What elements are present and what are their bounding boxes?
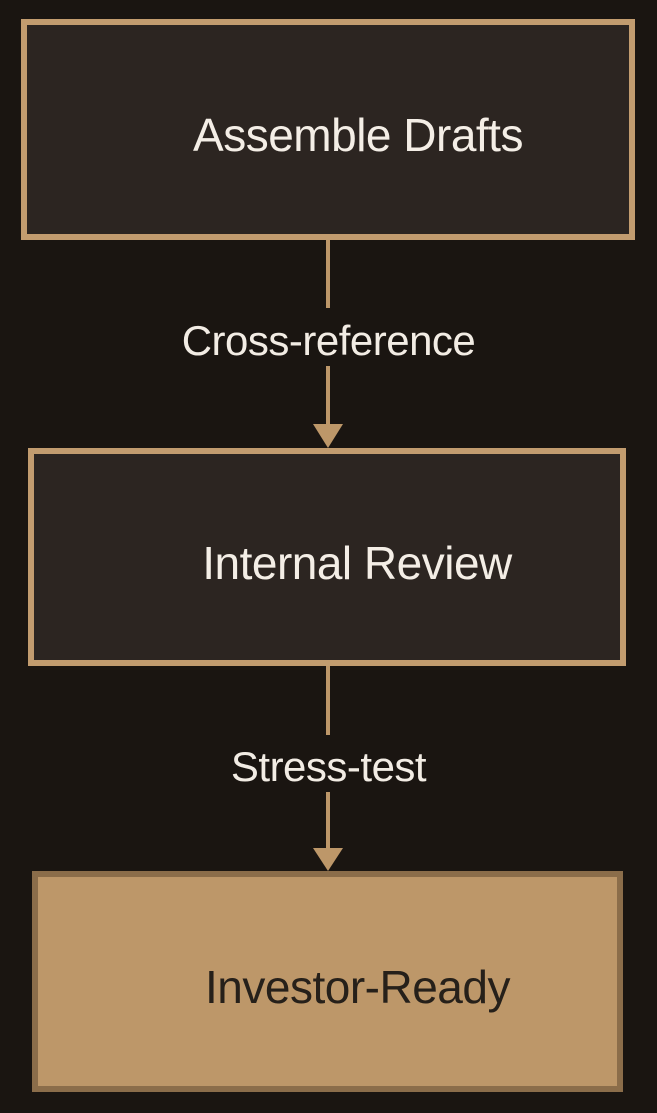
edge-line-segment [326,792,330,848]
edge-line-segment [326,366,330,424]
edge-cross-reference: Cross-reference [0,240,657,448]
edge-stress-test: Stress-test [0,666,657,871]
node-assemble-drafts-label: Assemble Drafts [193,109,523,162]
edge-line-segment [326,666,330,735]
node-investor-ready-label: Investor-Ready [205,961,510,1014]
node-internal-review-label: Internal Review [202,536,512,589]
edge-cross-reference-label: Cross-reference [181,317,476,364]
edge-stress-test-label: Stress-test [230,743,427,790]
node-assemble-drafts: Assemble Drafts [21,19,635,240]
edge-line-segment [326,240,330,308]
node-investor-ready: Investor-Ready [32,871,623,1092]
arrowhead-down-icon [313,848,343,871]
arrowhead-down-icon [313,424,343,448]
node-internal-review: Internal Review [28,448,626,666]
